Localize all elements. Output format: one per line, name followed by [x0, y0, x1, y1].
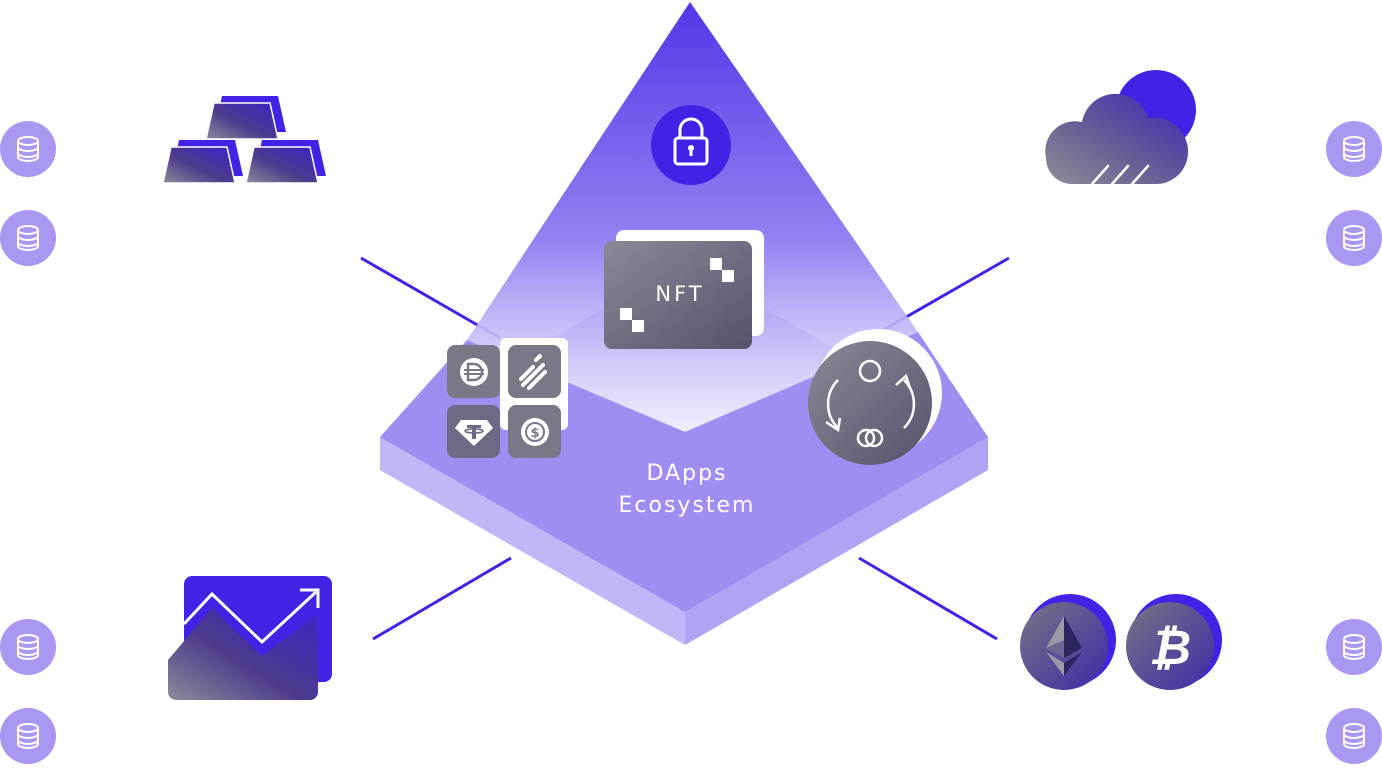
tether-icon	[455, 420, 493, 446]
lock-icon	[651, 105, 731, 185]
svg-text:₿: ₿	[1149, 620, 1191, 676]
pyramid-beam	[467, 2, 918, 432]
gold-bars-icon	[162, 96, 326, 184]
center-title-line1: DApps	[646, 461, 728, 486]
coin-stack-icon	[0, 708, 56, 764]
stablecoin-grid: $	[447, 338, 568, 458]
binance-usd-icon	[519, 354, 547, 390]
center-title: DApps Ecosystem	[562, 458, 812, 522]
growth-chart-icon	[168, 576, 332, 700]
nft-pixel-mark	[620, 258, 734, 332]
ethereum-icon	[1020, 594, 1116, 690]
connector-bottom-left	[372, 556, 512, 641]
coin-stack-icon	[1326, 708, 1382, 764]
bitcoin-icon: ₿	[1126, 594, 1222, 690]
coin-stack-icon	[1326, 121, 1382, 177]
coin-stack-icon	[0, 121, 56, 177]
usdc-icon: $	[521, 418, 549, 446]
cloud-sun-icon	[1045, 70, 1196, 186]
coin-stack-icon	[0, 619, 56, 675]
coin-stack-icon	[0, 210, 56, 266]
nft-label: NFT	[655, 282, 705, 306]
connector-bottom-right	[858, 556, 998, 641]
svg-text:$: $	[530, 426, 539, 441]
platform-side-left	[380, 437, 685, 645]
nft-card	[604, 230, 764, 349]
platform-side-right	[685, 437, 988, 645]
swap-icon	[808, 329, 942, 465]
dai-icon	[460, 358, 488, 386]
coin-stack-icon	[1326, 210, 1382, 266]
center-title-line2: Ecosystem	[618, 493, 756, 518]
connector-top-left	[360, 256, 501, 340]
coin-stack-icon	[1326, 619, 1382, 675]
